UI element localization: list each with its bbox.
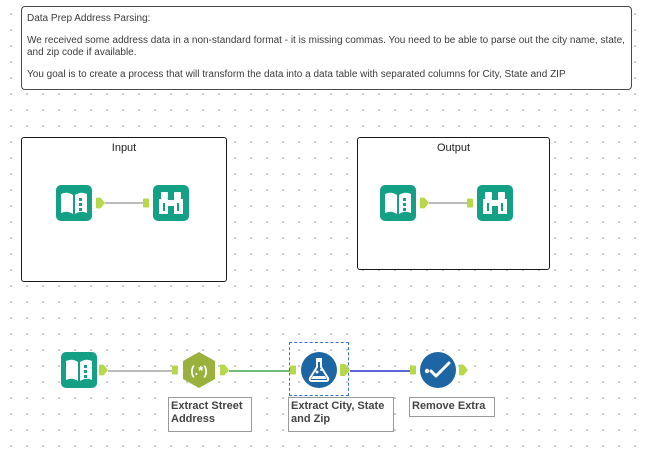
connection-line[interactable] [350, 369, 410, 373]
input-container-title: Input [111, 142, 137, 154]
browse-tool[interactable] [153, 185, 189, 221]
input-data-tool[interactable] [61, 352, 97, 388]
output-container[interactable]: Output [357, 137, 550, 270]
flask-icon [301, 352, 337, 388]
output-container-title: Output [436, 142, 471, 154]
output-anchor[interactable] [459, 364, 468, 376]
browse-tool[interactable] [477, 185, 513, 221]
regex-tool[interactable]: (.*) [180, 351, 218, 389]
comment-text-2: You goal is to create a process that wil… [27, 69, 566, 80]
comment-text-1: We received some address data in a non-s… [27, 35, 625, 58]
connection-line[interactable] [429, 201, 467, 205]
connection-line[interactable] [108, 369, 174, 373]
checkmark-icon [420, 352, 456, 388]
output-anchor[interactable] [99, 364, 108, 376]
input-container[interactable]: Input [21, 137, 227, 282]
input-anchor[interactable] [467, 197, 473, 209]
formula-tool[interactable] [300, 351, 338, 389]
regex-symbol: (.*) [190, 363, 207, 378]
select-tool-label[interactable]: Remove Extra [409, 397, 495, 417]
regex-tool-label[interactable]: Extract Street Address [168, 397, 252, 432]
book-icon [56, 185, 92, 221]
comment-title: Data Prep Address Parsing: [27, 13, 151, 24]
binoculars-icon [153, 185, 189, 221]
connection-line[interactable] [229, 369, 291, 373]
regex-icon: (.*) [183, 352, 215, 388]
output-anchor[interactable] [340, 363, 350, 377]
book-icon [380, 185, 416, 221]
input-anchor[interactable] [410, 364, 416, 376]
output-anchor[interactable] [96, 197, 105, 209]
workflow-comment[interactable]: Data Prep Address Parsing: We received s… [21, 6, 632, 90]
output-anchor[interactable] [420, 197, 429, 209]
input-anchor[interactable] [143, 197, 149, 209]
binoculars-icon [477, 185, 513, 221]
connection-line[interactable] [105, 201, 143, 205]
formula-tool-label[interactable]: Extract City, State and Zip [288, 397, 394, 432]
input-data-tool[interactable] [56, 185, 92, 221]
book-icon [61, 352, 97, 388]
input-data-tool[interactable] [380, 185, 416, 221]
input-anchor[interactable] [172, 364, 178, 376]
select-tool[interactable] [419, 351, 457, 389]
output-anchor[interactable] [220, 364, 229, 376]
